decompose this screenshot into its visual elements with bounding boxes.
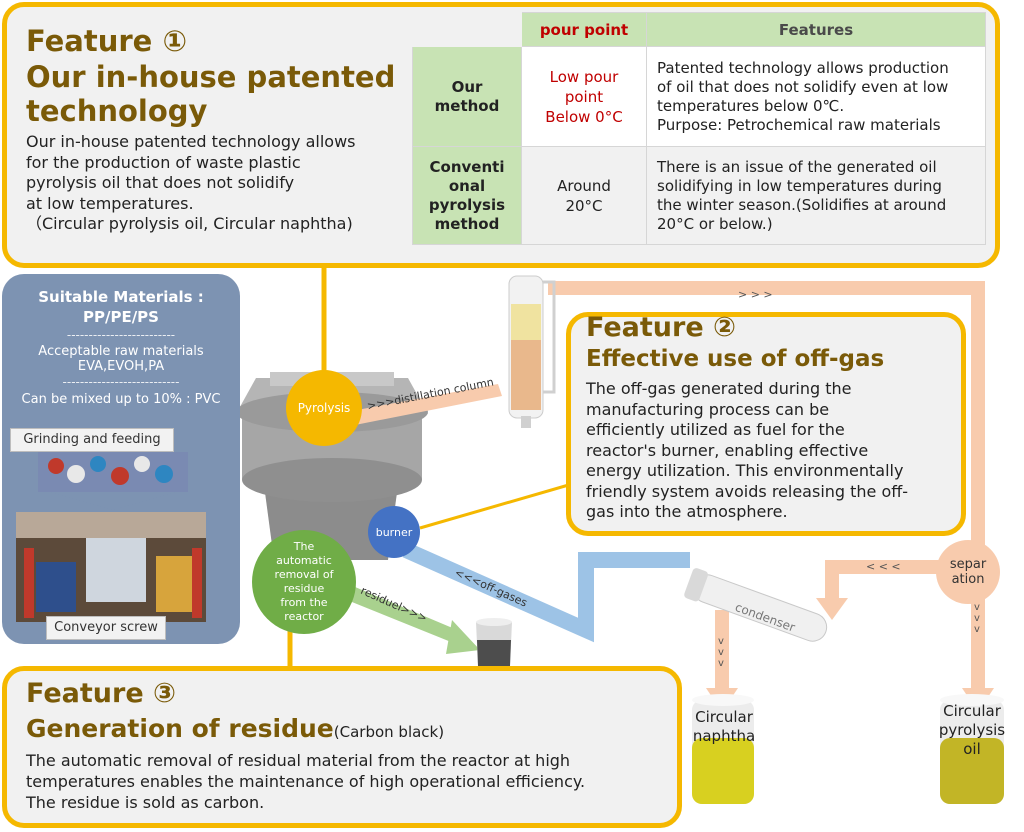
feature1-title-line1: Our in-house patented: [26, 60, 396, 94]
feature2-card: [566, 312, 966, 536]
materials-separator: -------------------------: [66, 328, 176, 342]
materials-title-line2: PP/PE/PS: [83, 308, 159, 326]
top-flow-arrows: > > >: [738, 288, 773, 301]
condenser-flow-arrows: < < <: [866, 560, 901, 573]
feature2-label: Feature ②: [586, 312, 736, 343]
feature1-body: Our in-house patented technology allows …: [26, 132, 356, 233]
our-method-features-cell: Patented technology allows production of…: [646, 46, 986, 147]
comparison-table: pour point Features Our method Low pour …: [412, 12, 986, 245]
conventional-pour-cell: Around 20°C: [521, 146, 647, 245]
materials-title-line1: Suitable Materials :: [38, 288, 204, 306]
oil-flow-arrows: v v v: [974, 602, 980, 635]
feature1-title-line2: technology: [26, 94, 208, 128]
top-flow-pipe: [548, 281, 985, 560]
circular-pyrolysis-oil-label: Circular pyrolysis oil: [938, 702, 1006, 758]
distillation-column: [508, 275, 556, 428]
circular-naphtha-label: Circular naphtha: [692, 708, 756, 745]
pvc-note: Can be mixed up to 10% : PVC: [21, 392, 221, 407]
condenser-flow-pipe: [825, 560, 948, 600]
our-method-cell: Our method: [412, 46, 522, 147]
feature3-title: Generation of residue(Carbon black): [26, 714, 445, 743]
burner-circle: burner: [368, 506, 420, 558]
naphtha-container: [692, 694, 754, 804]
plant-photo: [16, 452, 230, 622]
conventional-features-cell: There is an issue of the generated oil s…: [646, 146, 986, 245]
conveyor-label: Conveyor screw: [46, 616, 166, 640]
condenser-flow-arrowhead: [816, 598, 848, 620]
acceptable-materials-line1: Acceptable raw materials: [38, 344, 204, 359]
separation-circle: separ ation: [936, 540, 1000, 604]
features-header: Features: [646, 12, 986, 47]
grinding-label: Grinding and feeding: [10, 428, 174, 452]
feature3-card: [2, 666, 682, 828]
our-method-pour-cell: Low pour point Below 0°C: [521, 46, 647, 147]
residue-cup: [476, 618, 512, 666]
condenser: [684, 568, 828, 642]
acceptable-materials-line2: EVA,EVOH,PA: [77, 359, 165, 374]
feature3-body: The automatic removal of residual materi…: [26, 751, 586, 812]
materials-separator: ---------------------------: [62, 375, 180, 389]
pyrolysis-circle: Pyrolysis: [286, 370, 362, 446]
feature1-label: Feature ①: [26, 24, 188, 58]
residue-removal-circle: The automatic removal of residue from th…: [252, 530, 356, 634]
pyrolysis-oil-container: [940, 694, 1004, 804]
conventional-method-cell: Conventi onal pyrolysis method: [412, 146, 522, 245]
offgas-pipe: [402, 542, 690, 643]
feature2-body: The off-gas generated during the manufac…: [586, 379, 909, 521]
feature3-label: Feature ③: [26, 678, 176, 709]
feature2-title: Effective use of off-gas: [586, 346, 885, 372]
table-row: Our method Low pour point Below 0°C Pate…: [412, 46, 986, 147]
table-row: Conventi onal pyrolysis method Around 20…: [412, 146, 986, 245]
naphtha-flow-arrows: v v v: [718, 636, 724, 669]
pour-point-header: pour point: [521, 12, 647, 47]
